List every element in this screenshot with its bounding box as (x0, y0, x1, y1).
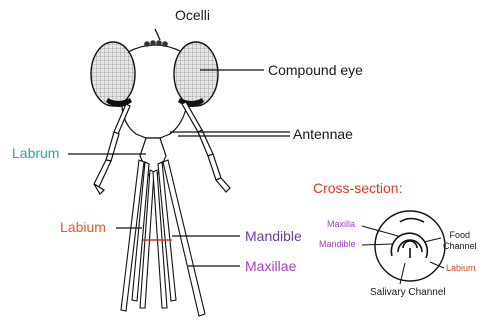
cross-section-title: Cross-section: (313, 181, 402, 195)
cross-label-labium: Labium (446, 264, 476, 273)
cross-label-food-channel: Food Channel (443, 230, 477, 252)
label-labium: Labium (60, 220, 106, 234)
cross-label-maxilla: Maxilla (327, 220, 355, 229)
cross-section-diagram (362, 211, 445, 284)
label-mandible: Mandible (245, 229, 302, 243)
label-compound-eye: Compound eye (268, 63, 363, 77)
right-antenna (182, 102, 230, 192)
label-maxillae: Maxillae (245, 259, 296, 273)
left-compound-eye (91, 42, 135, 107)
cross-label-salivary-channel: Salivary Channel (370, 288, 446, 298)
label-ocelli: Ocelli (175, 8, 210, 22)
cross-label-mandible: Mandible (319, 240, 356, 249)
right-compound-eye (174, 42, 218, 107)
label-labrum: Labrum (12, 146, 59, 160)
left-antenna (94, 104, 130, 194)
label-antennae: Antennae (293, 127, 353, 141)
mouthparts (121, 160, 205, 316)
